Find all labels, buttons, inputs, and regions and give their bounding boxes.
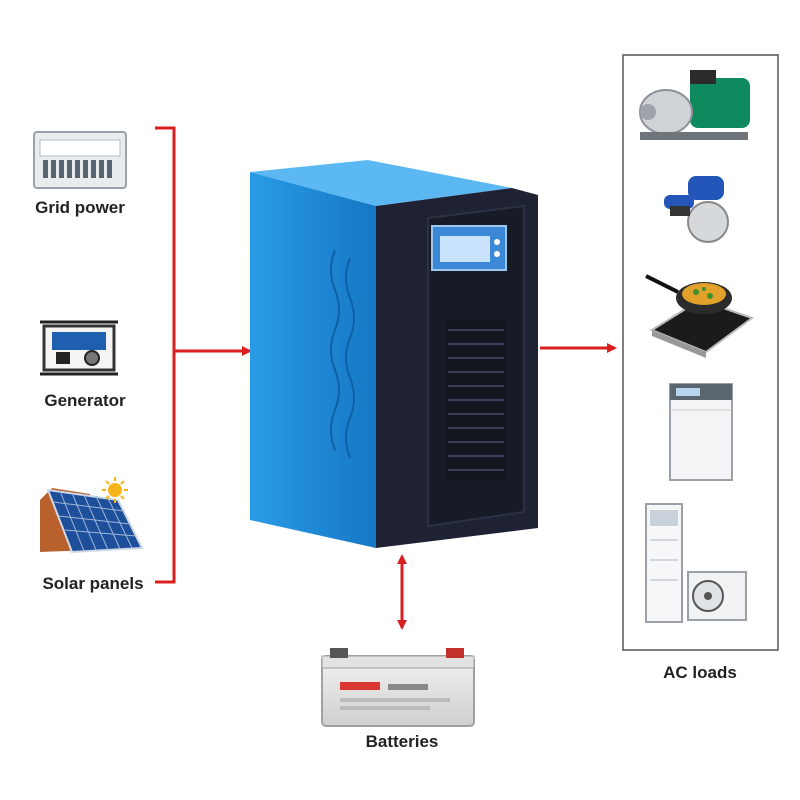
battery-icon (321, 648, 475, 727)
vent-grille (445, 320, 507, 480)
source-label-grid-power: Grid power (35, 198, 125, 217)
storage-label-batteries: Batteries (365, 732, 439, 751)
loads-label: AC loads (663, 663, 737, 682)
source-bracket (155, 126, 176, 584)
generator-icon (40, 320, 118, 376)
induction-cooker-icon (645, 274, 755, 358)
sun-icon (102, 477, 128, 503)
washing-machine-icon (669, 383, 733, 481)
source-label-generator: Generator (44, 391, 126, 410)
source-label-solar-panels: Solar panels (42, 574, 144, 593)
grid-panel-icon (33, 131, 127, 189)
water-pump-icon (639, 70, 750, 140)
angle-grinder-icon (664, 176, 729, 243)
lcd-display (431, 225, 507, 271)
air-conditioner-icon (645, 503, 747, 623)
solar-panel-icon (40, 477, 144, 554)
inverter-unit (250, 160, 538, 548)
side-pattern (330, 249, 355, 459)
